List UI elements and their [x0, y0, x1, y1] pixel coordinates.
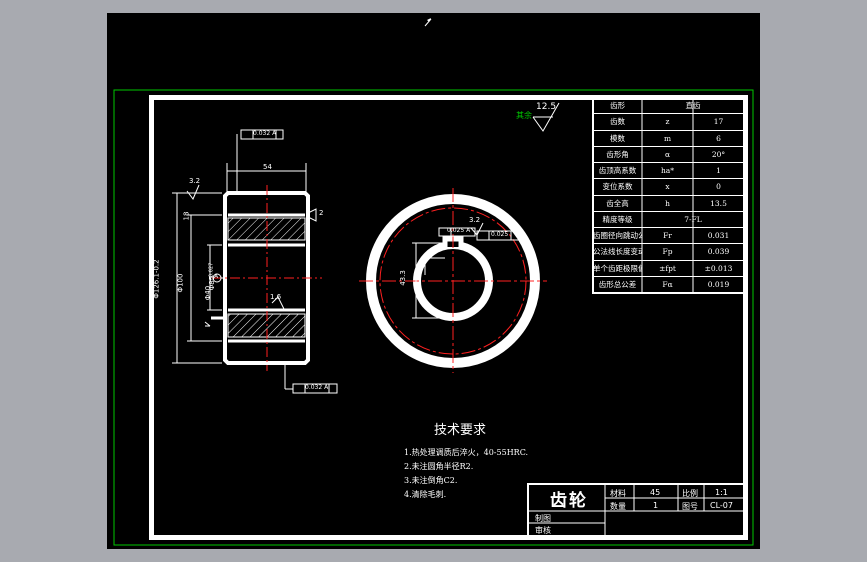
param-row: 变位系数 x 0 [593, 179, 744, 196]
gear-drawing [113, 18, 754, 546]
outer-frame [113, 89, 754, 546]
param-cell-name: 齿数 [610, 117, 625, 127]
param-row: 精度等级 7-FL [593, 212, 744, 228]
roughness-key: 3.2 [469, 216, 481, 224]
param-cell-sym: 7-FL [684, 214, 702, 224]
check-label: 审核 [535, 526, 551, 535]
param-cell-name: 齿圈径向跳动公差 [593, 231, 642, 240]
draw-label: 制图 [535, 514, 551, 523]
cursor-icon [424, 18, 432, 27]
end-view [359, 188, 547, 373]
param-row: 齿圈径向跳动公差 Fr 0.031 [593, 228, 744, 245]
dim-2: 2 [319, 209, 324, 217]
sym-key-label: 0.025 A [447, 227, 471, 234]
parameter-table [592, 97, 745, 294]
param-cell-sym: h [665, 198, 670, 208]
param-row: 齿全高 h 13.5 [593, 196, 744, 212]
param-cell-name: 齿形角 [606, 149, 629, 159]
pitch-diameter: Φ100 [176, 273, 185, 293]
bore-diameter: Φ40 [204, 285, 213, 301]
param-cell-name: 齿形 [610, 101, 625, 110]
scale-value: 1:1 [715, 488, 728, 497]
param-cell-val: 1 [716, 166, 721, 175]
tech-item: 1.热处理调质后淬火，40-55HRC. [404, 448, 529, 457]
roughness-others [532, 102, 560, 132]
material-label: 材料 [610, 489, 626, 498]
param-cell-val: 17 [713, 117, 724, 127]
roughness-others-label: 其余 [516, 111, 532, 120]
param-row: 公法线长度变动公差 Fp 0.039 [593, 244, 744, 261]
parameter-table-text: 齿形 直齿齿数 z 17 模数 m 6 齿形角 α 20° 齿顶高系数 ha* 1 变位系数 x 0 齿全高 h 1… [593, 98, 744, 293]
roughness-top: 3.2 [189, 177, 201, 185]
tech-item: 4.清除毛刺. [404, 490, 447, 499]
param-cell-sym: x [665, 182, 670, 192]
param-cell-name: 变位系数 [602, 182, 633, 192]
param-cell-sym: m [663, 133, 672, 143]
param-cell-name: 模数 [610, 133, 625, 143]
datum-label: A [214, 273, 219, 280]
tech-title: 技术要求 [434, 423, 487, 438]
param-cell-val: 0.039 [707, 247, 730, 257]
param-cell-name: 公法线长度变动公差 [593, 247, 642, 257]
param-cell-name: 齿全高 [606, 198, 629, 208]
scale-label: 比例 [682, 489, 698, 498]
param-row: 单个齿距极限偏差 ±fpt ±0.013 [593, 261, 744, 277]
drawing-no-label: 图号 [682, 502, 698, 511]
flat-key-label: 0.025 [491, 231, 509, 238]
param-cell-val: 6 [716, 133, 721, 143]
section-dimensions [172, 129, 338, 394]
runout-bottom-label: 0.032 A [305, 384, 329, 391]
param-row: 齿形总公差 Fα 0.019 [593, 277, 744, 293]
dim-18: 18 [182, 211, 191, 221]
param-row: 齿数 z 17 [593, 114, 744, 131]
param-cell-val: ±0.013 [704, 263, 733, 273]
param-row: 齿顶高系数 ha* 1 [593, 163, 744, 180]
qty-label: 数量 [610, 502, 626, 511]
param-cell-val: 0.031 [707, 231, 730, 240]
param-cell-val: 0 [716, 182, 721, 192]
param-cell-sym: ha* [660, 166, 675, 175]
roughness-bore: 1.6 [270, 293, 282, 301]
param-cell-sym: Fp [662, 247, 673, 257]
tip-diameter: Φ126.1-0.2 [152, 259, 161, 299]
param-cell-name: 齿形总公差 [598, 279, 637, 289]
runout-top-label: 0.032 A [253, 130, 277, 137]
drawing-border [149, 95, 748, 540]
param-cell-sym: Fr [663, 231, 672, 240]
drawing-no: CL-07 [710, 501, 733, 510]
roughness-others-value: 12.5 [536, 102, 557, 112]
material-value: 45 [650, 488, 661, 497]
param-cell-sym: Fα [662, 279, 673, 289]
key-depth: 43.3 [398, 270, 407, 286]
param-cell-val: 0.019 [707, 279, 730, 289]
param-row: 齿形角 α 20° [593, 147, 744, 163]
title-block [527, 483, 746, 538]
qty-value: 1 [653, 501, 659, 510]
tech-requirements: 技术要求 1.热处理调质后淬火，40-55HRC. 2.未注圆角半径R2. 3.未注… [404, 419, 528, 502]
key-width: 12 [425, 253, 433, 260]
end-view-dimensions [412, 222, 520, 319]
param-cell-sym: z [665, 117, 670, 127]
width-dim: 54 [263, 163, 272, 171]
param-cell-name: 齿顶高系数 [598, 166, 637, 175]
param-row: 模数 m 6 [593, 131, 744, 147]
param-cell-val: 20° [711, 149, 726, 159]
tech-item: 2.未注圆角半径R2. [404, 462, 474, 471]
param-cell-name: 精度等级 [602, 214, 633, 224]
section-view [211, 185, 322, 371]
tech-item: 3.未注倒角C2. [404, 476, 458, 485]
param-cell-val: 13.5 [710, 198, 727, 208]
param-cell-sym: 直齿 [685, 101, 701, 110]
param-cell-sym: α [664, 149, 671, 159]
part-name: 齿轮 [550, 491, 588, 511]
param-row: 齿形 直齿 [593, 98, 744, 115]
param-cell-sym: ±fpt [659, 263, 676, 273]
cad-viewport[interactable]: 其余 12.5 0.032 A 54 3.2 18 2 Φ126.1-0.2 Φ… [107, 13, 760, 549]
param-cell-name: 单个齿距极限偏差 [593, 263, 642, 273]
